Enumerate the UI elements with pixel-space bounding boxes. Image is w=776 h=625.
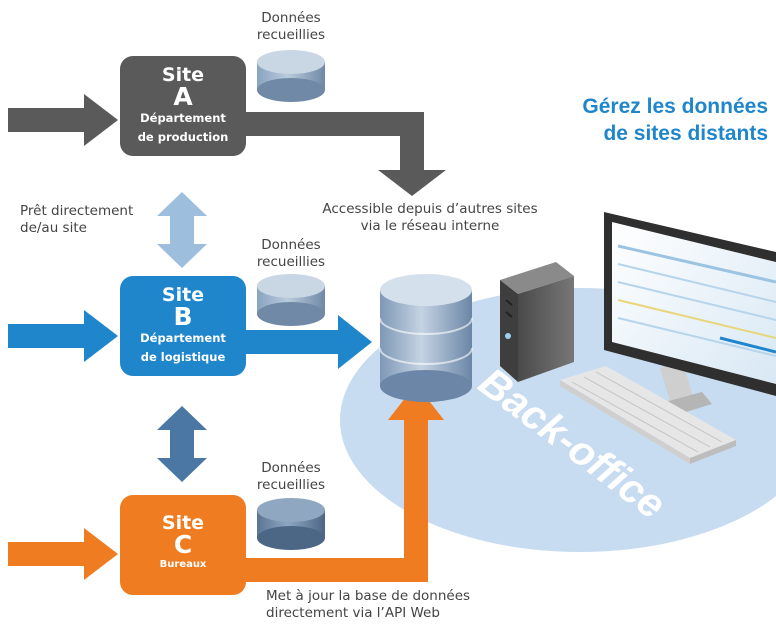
collected-db-a [257,50,325,102]
site-a-letter: A [173,82,193,111]
collected-b-line1: Données [261,237,321,253]
site-a-word: Site [161,64,205,86]
keyboard-icon [560,366,736,464]
input-arrow-b [8,310,118,362]
input-arrow-c [8,528,118,580]
collected-label-b: Données recueillies [245,237,337,271]
computer-tower-icon [500,262,574,382]
site-a-dept-line2: de production [137,130,229,144]
site-c-dept: Bureaux [159,559,207,570]
collected-db-c [257,498,325,550]
collected-b-line2: recueillies [256,254,326,270]
collected-c-line1: Données [261,460,321,476]
api-note: Met à jour la base de données directemen… [266,588,470,622]
central-database [379,274,473,402]
database-arrow-b [246,315,372,369]
headline: Gérez les données de sites distants [582,93,768,147]
database-arrow-c [246,384,444,582]
site-c-letter: C [173,530,193,559]
monitor-icon [604,212,776,420]
site-c-word: Site [161,512,205,534]
exchange-arrow-bc [157,406,207,482]
site-b-dept-line2: de logistique [140,350,226,364]
site-b-word: Site [161,284,205,306]
access-note-line1: Accessible depuis d’autres sites [322,201,538,217]
loan-note-line1: Prêt directement [20,203,134,219]
site-a-box: Site A Département de production [120,56,246,156]
site-b-box: Site B Département de logistique [120,276,246,376]
site-b-letter: B [173,302,193,331]
site-a-dept-line1: Département [140,111,226,125]
collected-c-line2: recueillies [256,477,326,493]
exchange-arrow-ab [157,192,207,268]
network-arrow [246,112,446,196]
site-c-box: Site C Bureaux [120,495,246,595]
site-b-dept-line1: Département [140,331,226,345]
api-note-line1: Met à jour la base de données [266,588,471,604]
collected-db-b [257,274,325,326]
loan-note: Prêt directement de/au site [20,203,133,237]
access-note-line2: via le réseau interne [360,218,500,234]
collected-label-a: Données recueillies [245,10,337,44]
collected-a-line2: recueillies [256,27,326,43]
headline-line1: Gérez les données [582,95,768,118]
api-note-line2: directement via l’API Web [266,605,440,621]
collected-label-c: Données recueillies [245,460,337,494]
collected-a-line1: Données [261,10,321,26]
loan-note-line2: de/au site [20,220,87,236]
access-note: Accessible depuis d’autres sites via le … [300,201,560,235]
input-arrow-a [8,94,118,146]
headline-line2: de sites distants [603,122,768,145]
